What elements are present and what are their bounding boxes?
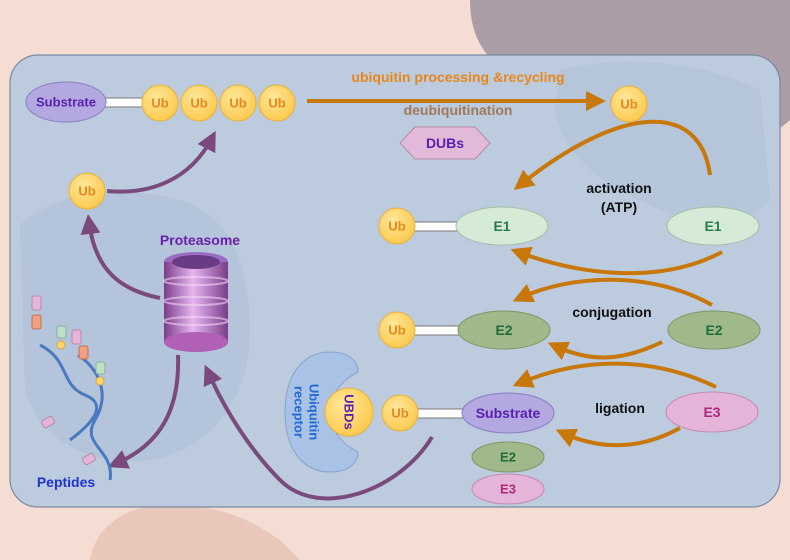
ub-chain-1 <box>141 84 179 122</box>
cell-shadow-right <box>555 61 770 222</box>
dubs-hexagon <box>399 126 491 160</box>
ub-e1 <box>378 207 416 245</box>
conjugation-label: conjugation <box>572 304 652 320</box>
ub-free-top-label: Ub <box>620 96 638 112</box>
processing-recycling-title: ubiquitin processing &recycling <box>351 69 565 85</box>
ubds-label: UBDs <box>341 394 357 430</box>
ub-free-top <box>610 85 648 123</box>
proteasome-graphic <box>163 252 229 352</box>
ub-e2 <box>378 311 416 349</box>
ub-chain-3 <box>219 84 257 122</box>
e3-small-label: E3 <box>500 481 516 497</box>
chain-linker <box>99 97 146 108</box>
ub-e1-label: Ub <box>388 218 406 234</box>
ub-chain-2 <box>180 84 218 122</box>
e1-left <box>455 206 549 246</box>
ub-e2-linker <box>412 325 464 336</box>
ub-e2-label: Ub <box>388 322 406 338</box>
e1-left-label: E1 <box>493 218 511 234</box>
ub-chain-label-3: Ub <box>229 95 247 111</box>
ub-substrate <box>381 394 419 432</box>
ub-chain-4 <box>258 84 296 122</box>
peptides-graphic <box>31 295 112 481</box>
ub-free-left-label: Ub <box>78 183 96 199</box>
e2-left <box>457 310 551 350</box>
substrate-ellipse-bottom <box>461 392 555 434</box>
ub-chain-label-1: Ub <box>151 95 169 111</box>
dubs-label: DUBs <box>425 135 465 151</box>
ub-substrate-label: Ub <box>391 405 409 421</box>
receptor-label-line1: Ubiquitin <box>306 383 322 441</box>
activation-arrow-top <box>513 119 712 190</box>
background-blob-bottom <box>90 504 300 560</box>
ubiquitin-receptor-shape <box>284 351 359 473</box>
e3-right <box>665 391 759 433</box>
ub-substrate-linker <box>414 408 466 419</box>
ligation-label: ligation <box>595 400 645 416</box>
deubiquitination-title: deubiquitination <box>403 102 513 118</box>
ub-chain-label-4: Ub <box>268 95 286 111</box>
substrate-label-bottom: Substrate <box>475 405 541 421</box>
ligation-arrow-bottom <box>555 426 681 448</box>
e3-right-label: E3 <box>703 404 721 420</box>
ubds-circle <box>324 387 374 437</box>
arrow-ub-to-chain <box>106 130 216 194</box>
peptides-label: Peptides <box>36 474 96 490</box>
activation-label: activation <box>586 180 652 196</box>
substrate-label-top: Substrate <box>36 94 96 110</box>
e2-small <box>471 441 545 473</box>
activation-arrow-bottom <box>510 246 723 276</box>
activation-atp-label: (ATP) <box>600 199 638 215</box>
e1-right-label: E1 <box>704 218 722 234</box>
ligation-arrow-top <box>512 361 717 389</box>
conjugation-arrow-bottom <box>547 340 663 361</box>
arrow-proteasome-to-ub <box>80 214 161 300</box>
e3-small <box>471 473 545 505</box>
arrow-proteasome-to-peptides <box>107 354 181 469</box>
e2-right <box>667 310 761 350</box>
e1-right <box>666 206 760 246</box>
ub-e1-linker <box>412 221 464 232</box>
ub-free-left <box>68 172 106 210</box>
e2-left-label: E2 <box>495 322 513 338</box>
conjugation-arrow-top <box>512 277 713 307</box>
arrow-substrate-to-proteasome <box>203 364 434 501</box>
ub-chain-label-2: Ub <box>190 95 208 111</box>
substrate-ellipse-top <box>25 81 107 123</box>
e2-small-label: E2 <box>500 449 516 465</box>
proteasome-label: Proteasome <box>159 232 241 248</box>
receptor-label-line2: receptor <box>291 385 307 439</box>
e2-right-label: E2 <box>705 322 723 338</box>
